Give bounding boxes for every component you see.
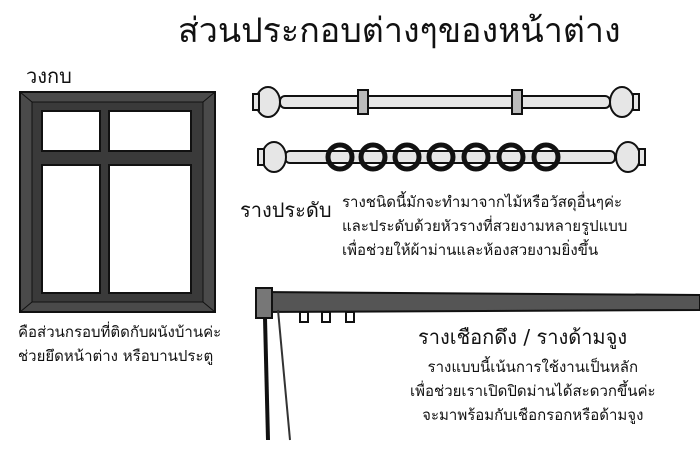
decorative-rod-with-rings [257, 141, 646, 173]
window-frame-description: คือส่วนกรอบที่ติดกับผนังบ้านค่ะ ช่วยยึดห… [18, 320, 221, 368]
track-rod-description: รางแบบนี้เน้นการใช้งานเป็นหลัก เพื่อช่วย… [410, 355, 656, 427]
description-line: จะมาพร้อมกับเชือกรอกหรือด้ามจูง [422, 406, 644, 424]
track-rod-label: รางเชือกดึง / รางด้ามจูง [418, 325, 628, 349]
window-frame-drawing [19, 91, 216, 313]
track-rod-drawing [255, 287, 700, 441]
description-line: เพื่อช่วยให้ผ้าม่านและห้องสวยงามยิ่งขึ้น [342, 241, 599, 259]
description-line: คือส่วนกรอบที่ติดกับผนังบ้านค่ะ [18, 323, 222, 341]
description-line: ช่วยยึดหน้าต่าง หรือบานประตู [18, 347, 214, 365]
description-line: เพื่อช่วยเราเปิดปิดม่านได้สะดวกขึ้นค่ะ [410, 382, 656, 400]
description-line: และประดับด้วยหัวรางที่สวยงามหลายรูปแบบ [342, 217, 628, 235]
page-title: ส่วนประกอบต่างๆของหน้าต่าง [178, 11, 621, 51]
decorative-rod-label: รางประดับ [240, 198, 332, 222]
decorative-rod-description: รางชนิดนี้มักจะทำมาจากไม้หรือวัสดุอื่นๆค… [342, 190, 627, 262]
description-line: รางแบบนี้เน้นการใช้งานเป็นหลัก [427, 358, 639, 376]
window-frame-label: วงกบ [26, 64, 72, 88]
description-line: รางชนิดนี้มักจะทำมาจากไม้หรือวัสดุอื่นๆค… [342, 193, 623, 211]
decorative-rod-plain [252, 86, 640, 118]
